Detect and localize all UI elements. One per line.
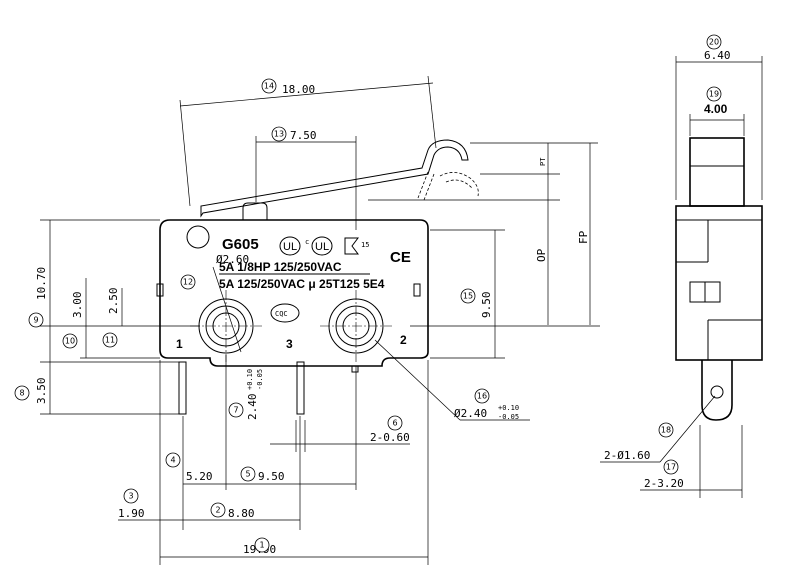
callout-11: 11	[102, 332, 118, 348]
callout-17: 17	[663, 459, 679, 475]
callout-3: 3	[123, 488, 139, 504]
dim-7-tol-plus: +0.10	[246, 369, 254, 390]
svg-text:8: 8	[19, 389, 24, 398]
dim-5: 9.50	[258, 470, 285, 483]
enec-mark-icon: 15	[344, 237, 369, 255]
dim-4: 5.20	[186, 470, 213, 483]
svg-text:UL: UL	[283, 241, 297, 253]
callout-14: 14	[261, 78, 277, 94]
callout-8: 8	[14, 385, 30, 401]
svg-text:15: 15	[361, 241, 369, 249]
callout-19: 19	[706, 86, 722, 102]
svg-text:6: 6	[392, 419, 397, 428]
ul-mark-icon: UL	[279, 236, 301, 256]
rating-line-2: 5A 125/250VAC μ 25T125 5E4	[219, 277, 385, 291]
side-view: 6.40 4.00 2-Ø1.60 2-3.20	[600, 49, 763, 498]
terminal-3-label: 3	[286, 337, 293, 351]
lever-arm	[200, 139, 479, 218]
rating-line-1: 5A 1/8HP 125/250VAC	[219, 260, 342, 274]
svg-text:18: 18	[661, 426, 671, 435]
dim-fp: FP	[577, 230, 590, 244]
dim-16: Ø2.40	[454, 407, 487, 420]
svg-text:7: 7	[233, 406, 238, 415]
dim-3: 1.90	[118, 507, 145, 520]
callout-20: 20	[706, 34, 722, 50]
front-dimension-texts: 18.00 7.50 Ø2.60 19.90 8.80 1.90 5.20 9.…	[35, 83, 590, 556]
svg-text:14: 14	[264, 82, 274, 91]
callout-13: 13	[271, 126, 287, 142]
dim-20: 6.40	[704, 49, 731, 62]
switch-body	[156, 219, 429, 367]
dim-6: 2-0.60	[370, 431, 410, 444]
svg-text:17: 17	[666, 463, 676, 472]
callout-16: 16	[474, 388, 490, 404]
dim-18: 2-Ø1.60	[604, 449, 650, 462]
callout-9: 9	[28, 312, 44, 328]
svg-text:2: 2	[215, 506, 220, 515]
dim-8: 3.50	[35, 378, 48, 405]
svg-text:11: 11	[105, 336, 115, 345]
svg-text:5: 5	[245, 470, 250, 479]
dim-13: 7.50	[290, 129, 317, 142]
dim-17: 2-3.20	[644, 477, 684, 490]
dim-op: OP	[535, 248, 548, 262]
svg-text:CQC: CQC	[275, 310, 288, 318]
dim-10: 3.00	[71, 292, 84, 319]
cqc-mark-icon: CQC	[270, 303, 300, 323]
terminal-pins	[178, 361, 359, 415]
svg-text:1: 1	[259, 541, 264, 550]
callout-7: 7	[228, 402, 244, 418]
svg-text:16: 16	[477, 392, 487, 401]
callout-18: 18	[658, 422, 674, 438]
cul-mark-icon: UL c	[305, 236, 333, 256]
dim-9: 10.70	[35, 267, 48, 300]
dim-14: 18.00	[282, 83, 315, 96]
dim-15: 9.50	[480, 292, 493, 319]
dim-2: 8.80	[228, 507, 255, 520]
callout-12: 12	[180, 274, 196, 290]
mounting-holes	[190, 290, 392, 362]
dim-7: 2.40	[246, 394, 259, 421]
svg-text:CE: CE	[390, 249, 411, 266]
svg-text:20: 20	[709, 38, 719, 47]
svg-text:15: 15	[463, 292, 473, 301]
model-label: G605	[222, 236, 259, 253]
svg-text:4: 4	[170, 456, 175, 465]
callout-1: 1	[254, 537, 270, 553]
terminal-2-label: 2	[400, 333, 407, 347]
svg-text:c: c	[305, 238, 309, 246]
terminal-1-label: 1	[176, 337, 183, 351]
dim-12: Ø2.60	[216, 253, 249, 266]
callout-15: 15	[460, 288, 476, 304]
dimension-lines	[40, 75, 600, 565]
svg-text:3: 3	[128, 492, 133, 501]
callout-6: 6	[387, 415, 403, 431]
dim-16-tol-minus: -0.05	[498, 413, 519, 421]
callout-10: 10	[62, 333, 78, 349]
svg-text:9: 9	[33, 316, 38, 325]
svg-text:19: 19	[709, 90, 719, 99]
svg-text:12: 12	[183, 278, 193, 287]
dim-pt: PT	[539, 157, 547, 166]
dim-19: 4.00	[704, 102, 728, 116]
ce-mark-icon: CE	[390, 249, 411, 266]
svg-text:10: 10	[65, 337, 75, 346]
callout-4: 4	[165, 452, 181, 468]
callout-2: 2	[210, 502, 226, 518]
svg-text:UL: UL	[315, 241, 329, 253]
dim-7-tol-minus: -0.05	[256, 369, 264, 390]
dim-16-tol-plus: +0.10	[498, 404, 519, 412]
dim-11: 2.50	[107, 288, 120, 315]
callout-5: 5	[240, 466, 256, 482]
svg-text:13: 13	[274, 130, 284, 139]
